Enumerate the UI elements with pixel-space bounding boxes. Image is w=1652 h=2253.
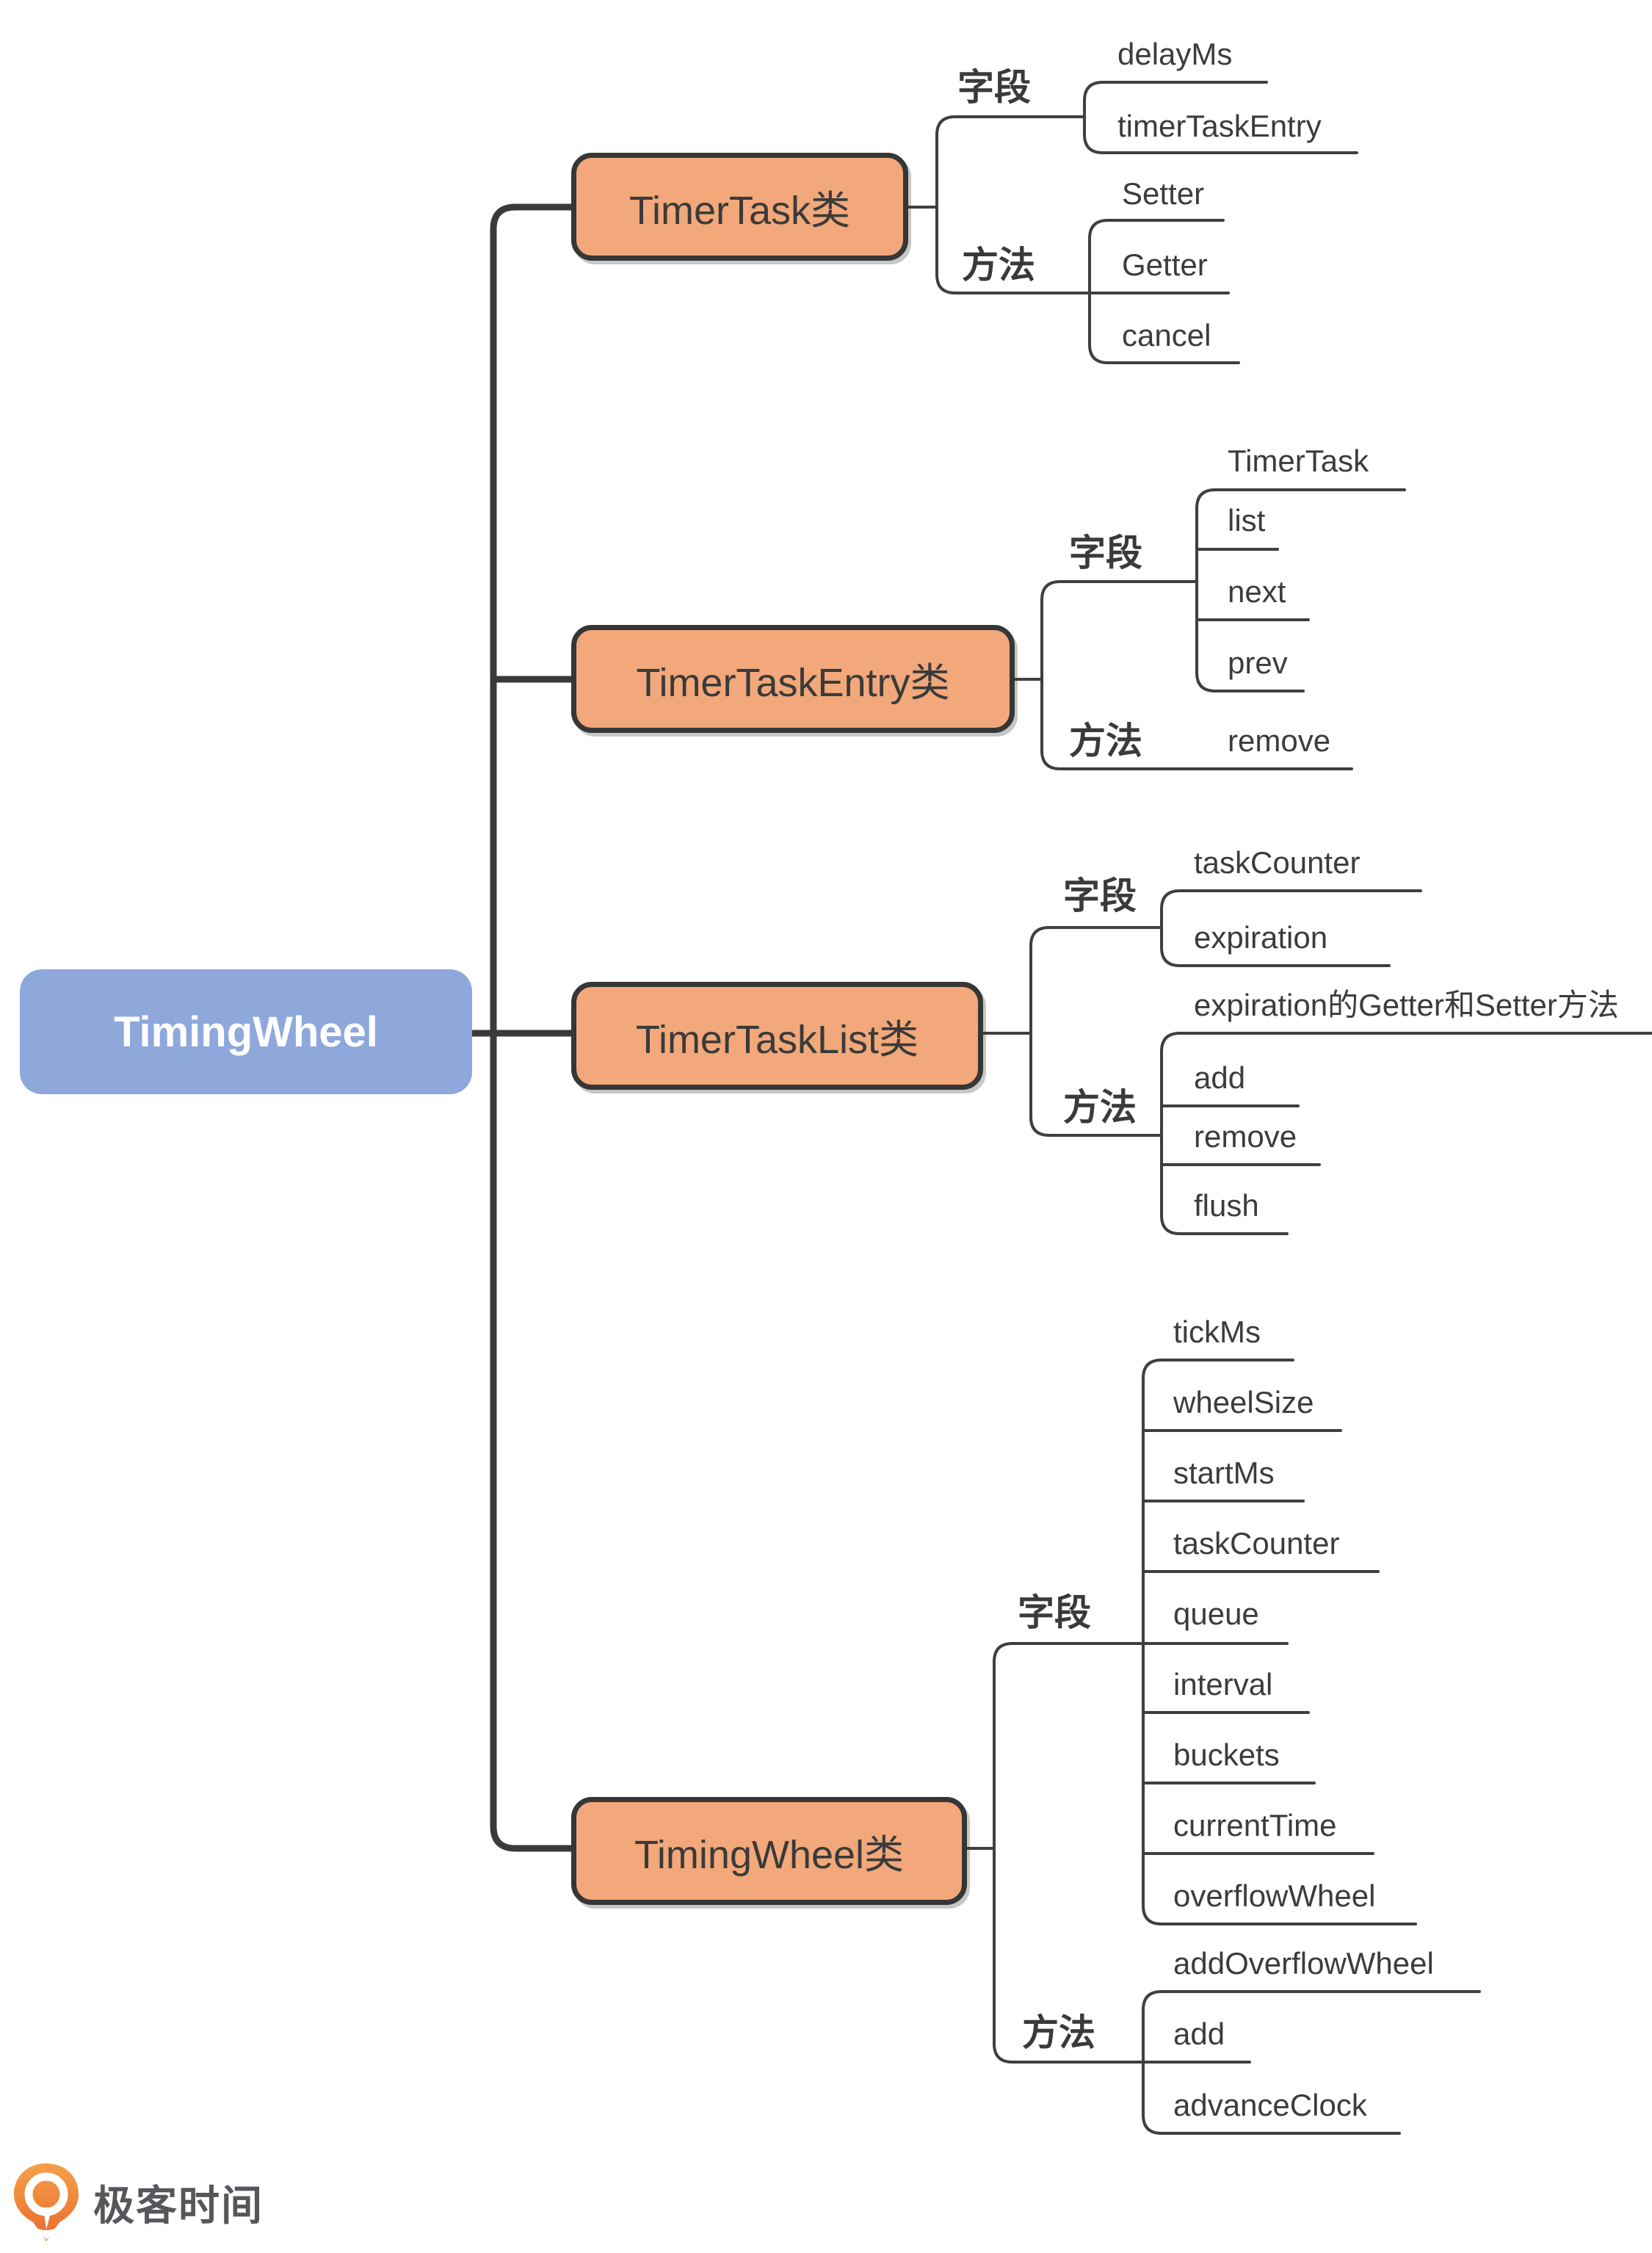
group-label-b2-methods[interactable]: 方法 <box>1069 720 1142 762</box>
leaf-topic-add-list[interactable]: add <box>1194 1060 1246 1095</box>
wire-b3-main <box>1029 926 1163 1137</box>
group-label-b3-methods[interactable]: 方法 <box>1063 1087 1137 1128</box>
group-label-b1-methods[interactable]: 方法 <box>962 245 1035 286</box>
wire-b2-fields-child <box>1195 488 1406 692</box>
leaf-topic-remove-list[interactable]: remove <box>1194 1119 1297 1154</box>
leaf-topic-getter[interactable]: Getter <box>1122 247 1208 282</box>
wire-b4-main <box>993 1642 1289 2064</box>
leaf-topic-tickms[interactable]: tickMs <box>1173 1314 1261 1349</box>
leaf-topic-interval[interactable]: interval <box>1173 1667 1273 1701</box>
leaf-topic-taskcounter-list[interactable]: taskCounter <box>1194 845 1361 880</box>
leaf-topic-wheelsize[interactable]: wheelSize <box>1173 1385 1314 1420</box>
leaf-topic-buckets[interactable]: buckets <box>1173 1737 1280 1772</box>
wire-b1-fields-child <box>1083 81 1358 154</box>
class-topic-timertaskentry[interactable]: TimerTaskEntry类 <box>571 625 1015 733</box>
root-topic-label: TimingWheel <box>114 1008 378 1056</box>
leaf-topic-startms[interactable]: startMs <box>1173 1455 1275 1490</box>
leaf-topic-list[interactable]: list <box>1228 503 1266 538</box>
wire-b3-methods-child <box>1160 1032 1652 1235</box>
leaf-topic-addoverflowwheel[interactable]: addOverflowWheel <box>1173 1946 1434 1981</box>
leaf-topic-prev[interactable]: prev <box>1228 645 1288 680</box>
class-topic-timertasklist[interactable]: TimerTaskList类 <box>571 982 983 1090</box>
group-label-b4-fields[interactable]: 字段 <box>1018 1592 1091 1633</box>
class-topic-label: TimerTask类 <box>628 189 850 233</box>
wire-b3-fields-child <box>1160 889 1422 967</box>
wire-b4-fields-child <box>1142 1359 1417 1925</box>
leaf-topic-delayms[interactable]: delayMs <box>1117 37 1233 71</box>
trunk-line <box>490 203 575 1852</box>
geektime-logo-icon <box>14 2163 79 2241</box>
leaf-topic-next[interactable]: next <box>1228 574 1286 609</box>
class-topic-label: TimerTaskEntry类 <box>636 661 950 705</box>
leaf-topic-add-wheel[interactable]: add <box>1173 2017 1225 2051</box>
leaf-topic-expiration[interactable]: expiration <box>1194 920 1328 955</box>
class-topic-timertask[interactable]: TimerTask类 <box>571 153 908 261</box>
wire-b2-main <box>1040 580 1353 770</box>
leaf-topic-setter[interactable]: Setter <box>1122 176 1205 211</box>
leaf-topic-timertask[interactable]: TimerTask <box>1228 444 1369 478</box>
leaf-topic-overflowwheel[interactable]: overflowWheel <box>1173 1878 1376 1913</box>
class-topic-label: TimerTaskList类 <box>635 1018 919 1062</box>
leaf-topic-expiration-getter-setter[interactable]: expiration的Getter和Setter方法 <box>1194 988 1619 1022</box>
geektime-logo-text: 极客时间 <box>93 2182 264 2229</box>
leaf-topic-remove-entry[interactable]: remove <box>1228 723 1331 758</box>
class-topic-label: TimingWheel类 <box>634 1833 905 1877</box>
group-label-b2-fields[interactable]: 字段 <box>1069 532 1142 574</box>
geektime-logo: 极客时间 <box>11 2162 264 2243</box>
leaf-topic-taskcounter-wheel[interactable]: taskCounter <box>1173 1526 1340 1561</box>
group-label-b3-fields[interactable]: 字段 <box>1063 875 1137 916</box>
group-label-b4-methods[interactable]: 方法 <box>1022 2012 1095 2053</box>
group-label-b1-fields[interactable]: 字段 <box>957 67 1031 108</box>
root-topic-timingwheel[interactable]: TimingWheel <box>20 969 472 1094</box>
wire-b4-methods-child <box>1142 1990 1481 2135</box>
leaf-topic-flush[interactable]: flush <box>1194 1188 1259 1223</box>
class-topic-timingwheel-class[interactable]: TimingWheel类 <box>571 1797 967 1905</box>
wire-b1-methods-child <box>1088 219 1240 364</box>
wire-b1-main <box>935 115 1230 294</box>
leaf-topic-cancel[interactable]: cancel <box>1122 318 1211 352</box>
leaf-topic-queue[interactable]: queue <box>1173 1596 1259 1631</box>
leaf-topic-timertaskentry[interactable]: timerTaskEntry <box>1117 109 1322 143</box>
leaf-topic-currenttime[interactable]: currentTime <box>1173 1808 1337 1842</box>
leaf-topic-advanceclock[interactable]: advanceClock <box>1173 2088 1367 2122</box>
